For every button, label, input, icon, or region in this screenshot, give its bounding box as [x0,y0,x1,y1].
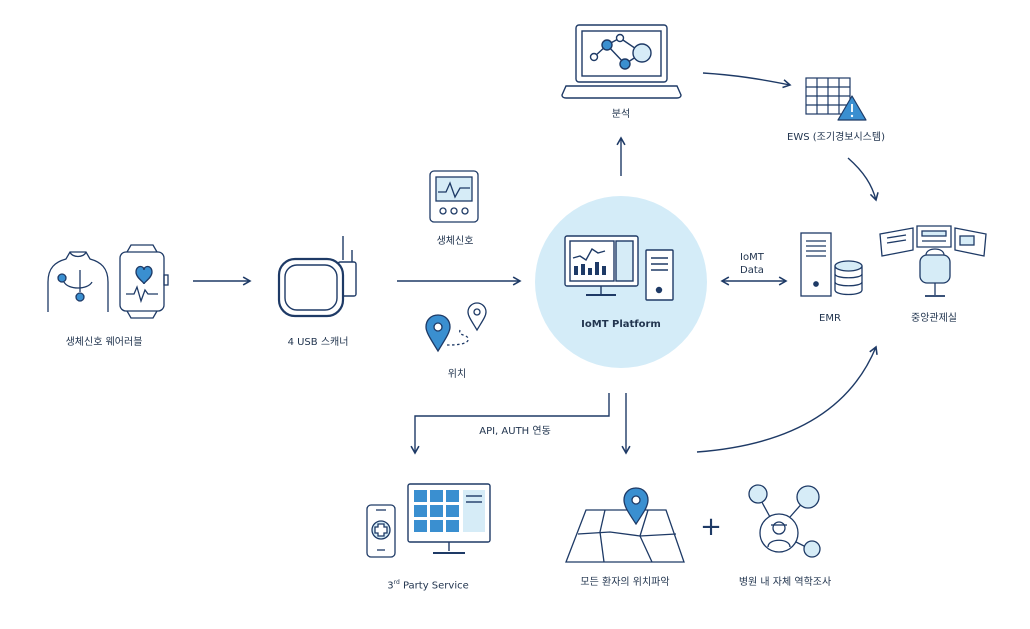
arrow-analysis-to-ews [702,72,792,89]
patient-location-label: 모든 환자의 위치파악 [580,577,670,588]
third-party-suffix: Party Service [399,580,469,592]
location-label: 위치 [447,369,467,380]
api-auth-label: API, AUTH 연동 [479,426,551,437]
server-tower-icon [645,249,674,301]
scanner-label: 4 USB 스캐너 [287,337,349,348]
usb-scanner-icon [277,236,357,318]
grid-warning-icon [805,77,867,121]
analysis-label: 분석 [611,109,631,120]
phone-medical-icon [366,504,396,558]
contact-network-icon [748,484,821,558]
arrow-location-to-control [696,345,878,453]
desktop-dashboard-icon [407,483,491,554]
arrow-ews-to-control [847,157,879,202]
database-server-icon [800,232,863,297]
control-room-icon [879,225,987,297]
ews-label: EWS (조기경보시스템) [787,132,885,143]
third-party-sup: rd [393,579,400,586]
epidemiology-label: 병원 내 자체 역학조사 [738,577,832,588]
arrow-platform-to-third-party [410,393,610,455]
vital-signs-label: 생체신호 [436,236,474,247]
third-party-prefix: 3 [387,580,394,592]
central-control-label: 중앙관제실 [911,313,957,324]
laptop-network-icon [561,24,682,99]
emr-label: EMR [819,313,841,324]
iomt-data-line1: IoMT [740,252,764,263]
plus-sign: + [700,512,722,542]
body-ecg-icon [47,251,109,312]
third-party-label: 3rd Party Service [387,576,469,592]
wearable-label: 생체신호 웨어러블 [65,337,143,348]
platform-monitor-icon [564,235,639,296]
iomt-data-label: IoMT Data [740,251,764,277]
map-pin-icon [565,487,685,563]
location-pins-icon [425,302,487,353]
vital-monitor-icon [429,170,479,223]
smartwatch-heart-icon [119,244,169,319]
platform-label: IoMT Platform [581,319,661,330]
iomt-data-line2: Data [740,265,764,276]
